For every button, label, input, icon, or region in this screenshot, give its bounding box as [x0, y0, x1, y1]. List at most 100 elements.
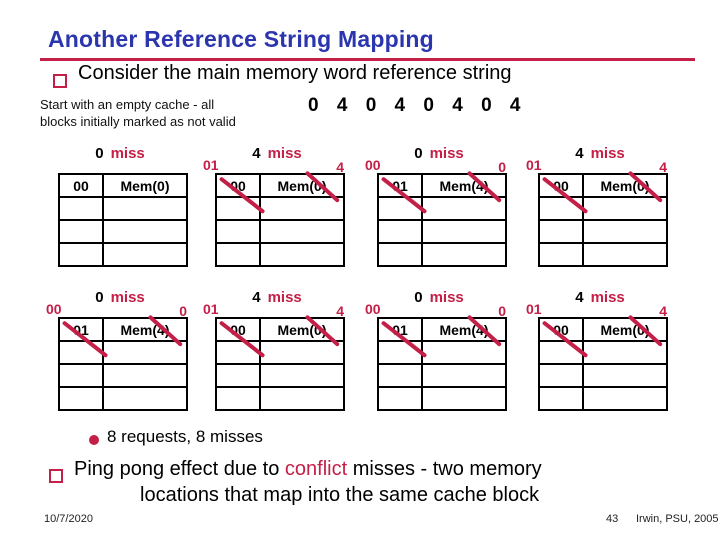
new-tag-label: 00 [46, 301, 62, 317]
empty-cell [58, 363, 104, 388]
note-line2: blocks initially marked as not valid [40, 114, 236, 129]
new-ref-label: 0 [498, 303, 506, 319]
miss-label: miss [429, 289, 464, 306]
empty-cell [377, 242, 423, 267]
new-ref-label: 0 [498, 159, 506, 175]
square-bullet-icon [49, 469, 63, 483]
miss-label: miss [267, 289, 302, 306]
empty-cell [582, 242, 668, 267]
pingpong-pre: Ping pong effect due to [74, 458, 285, 480]
miss-label: miss [267, 145, 302, 162]
access-number: 0 [95, 145, 104, 162]
access-caption: 4 miss [538, 145, 662, 162]
empty-cell [58, 340, 104, 365]
pingpong-line1: Ping pong effect due to conflict misses … [74, 458, 542, 481]
new-tag-label: 01 [526, 157, 542, 173]
empty-cell [215, 340, 261, 365]
empty-cell [215, 363, 261, 388]
access-number: 4 [575, 145, 584, 162]
new-ref-label: 4 [659, 303, 667, 319]
empty-cell [582, 363, 668, 388]
empty-cell [582, 219, 668, 244]
access-caption: 0 miss [377, 289, 501, 306]
empty-cell [421, 242, 507, 267]
empty-cell [102, 386, 188, 411]
footer-credit: Irwin, PSU, 2005 [636, 513, 719, 525]
empty-cell [538, 386, 584, 411]
title-underline [40, 58, 695, 61]
empty-cell [102, 363, 188, 388]
empty-cell [102, 219, 188, 244]
empty-cell [215, 242, 261, 267]
access-number: 4 [575, 289, 584, 306]
miss-label: miss [110, 289, 145, 306]
access-number: 4 [252, 145, 261, 162]
empty-cell [102, 242, 188, 267]
empty-cell [215, 196, 261, 221]
empty-cell [538, 242, 584, 267]
access-caption: 0 miss [58, 289, 182, 306]
empty-cell [582, 196, 668, 221]
empty-cell [538, 219, 584, 244]
empty-cell [538, 363, 584, 388]
square-bullet-icon [53, 74, 67, 88]
empty-cell [538, 340, 584, 365]
empty-cell [259, 219, 345, 244]
access-number: 0 [95, 289, 104, 306]
data-cell: Mem(0) [102, 173, 188, 198]
new-ref-label: 4 [659, 159, 667, 175]
empty-cell [582, 386, 668, 411]
new-ref-label: 4 [336, 159, 344, 175]
access-number: 4 [252, 289, 261, 306]
empty-cell [377, 363, 423, 388]
new-tag-label: 00 [365, 301, 381, 317]
access-number: 0 [414, 289, 423, 306]
new-tag-label: 01 [203, 157, 219, 173]
empty-cell [58, 242, 104, 267]
new-tag-label: 01 [526, 301, 542, 317]
empty-cell [377, 219, 423, 244]
miss-label: miss [590, 145, 625, 162]
empty-cell [58, 196, 104, 221]
empty-cell [58, 219, 104, 244]
access-caption: 4 miss [215, 145, 339, 162]
access-caption: 4 miss [215, 289, 339, 306]
footer-date: 10/7/2020 [44, 513, 93, 525]
data-cell: Mem(4) [421, 317, 507, 342]
empty-cell [259, 242, 345, 267]
empty-cell [538, 196, 584, 221]
empty-cell [421, 219, 507, 244]
new-ref-label: 0 [179, 303, 187, 319]
empty-cell [259, 363, 345, 388]
requests-summary: 8 requests, 8 misses [107, 427, 263, 446]
reference-string: 0 4 0 4 0 4 0 4 [308, 95, 521, 116]
empty-cell [377, 196, 423, 221]
empty-cell [259, 340, 345, 365]
pingpong-line2: locations that map into the same cache b… [140, 484, 540, 506]
empty-cell [421, 340, 507, 365]
new-tag-label: 00 [365, 157, 381, 173]
empty-cell [102, 196, 188, 221]
empty-cell [259, 196, 345, 221]
empty-cell [582, 340, 668, 365]
bullet-consider-text: Consider the main memory word reference … [78, 62, 512, 84]
circle-bullet-icon [89, 435, 99, 445]
access-number: 0 [414, 145, 423, 162]
empty-cache-note: Start with an empty cache - all blocks i… [40, 96, 236, 130]
empty-cell [421, 196, 507, 221]
empty-cell [259, 386, 345, 411]
empty-cell [377, 386, 423, 411]
